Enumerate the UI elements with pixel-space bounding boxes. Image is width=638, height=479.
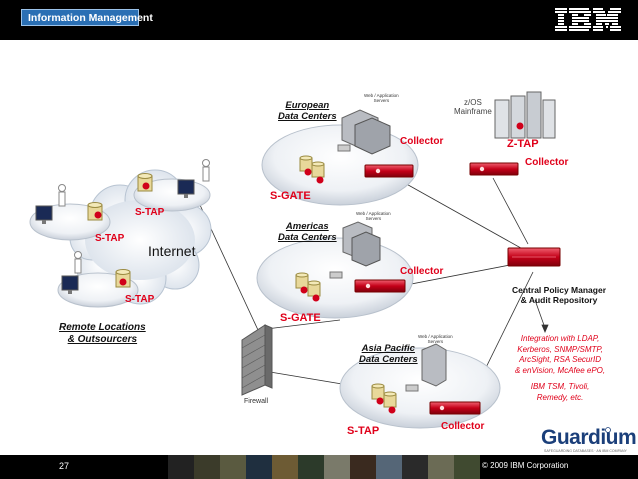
ztap-label: Z-TAP	[507, 138, 539, 150]
mainframe-icon	[494, 91, 556, 139]
guardium-logo: Guardium	[541, 426, 637, 449]
asia-dc-title: Asia Pacific Data Centers	[359, 343, 418, 365]
architecture-diagram	[29, 91, 611, 433]
user-icon	[202, 159, 210, 182]
remote-stap-left-label: S-TAP	[95, 233, 125, 244]
asia-servers-line1: Web / Application	[418, 334, 453, 339]
firewall-icon	[241, 324, 273, 396]
switch-icon	[405, 384, 419, 392]
badge-label: Information Management	[28, 12, 153, 24]
zos-line1: z/OS	[464, 98, 482, 107]
european-servers-label: Web / Application Servers	[364, 93, 399, 103]
remote-stap-bottom-label: S-TAP	[125, 294, 155, 305]
central-policy-manager-appliance	[507, 247, 561, 267]
cpm-line1: Central Policy Manager	[512, 285, 607, 295]
asia-servers-line2: Servers	[427, 339, 444, 344]
integration-text: Integration with LDAP, Kerberos, SNMP/SM…	[515, 334, 605, 403]
americas-servers-line1: Web / Application	[356, 211, 391, 216]
remote-line2: & Outsourcers	[67, 334, 138, 345]
guardium-mark	[605, 427, 611, 433]
database-icon	[115, 269, 131, 288]
remote-line1: Remote Locations	[59, 322, 146, 333]
european-title-line1: European	[285, 100, 330, 111]
monitor-icon	[35, 205, 53, 224]
european-collector-label: Collector	[400, 136, 444, 147]
database-icon	[137, 173, 153, 192]
integration-line4: & enVision, McAfee ePO,	[515, 365, 606, 375]
asia-servers-label: Web / Application Servers	[418, 334, 453, 344]
monitor-icon	[177, 179, 195, 198]
copyright-text: © 2009 IBM Corporation	[482, 461, 569, 470]
monitor-icon	[61, 275, 79, 294]
ztap-collector-appliance	[469, 162, 519, 176]
european-servers-line2: Servers	[373, 98, 390, 103]
database-icon	[295, 272, 321, 302]
zos-mainframe-label: z/OS Mainframe	[454, 98, 492, 116]
zos-collector-label: Collector	[525, 157, 569, 168]
database-icon	[371, 383, 397, 414]
page-number: 27	[59, 461, 70, 471]
ibm-logo	[555, 8, 621, 31]
server-rack-icon	[342, 221, 381, 267]
integration-line5: IBM TSM, Tivoli,	[530, 382, 590, 391]
americas-collector-label: Collector	[400, 266, 444, 277]
zos-line2: Mainframe	[454, 107, 492, 116]
user-icon	[74, 251, 82, 274]
european-dc-title: European Data Centers	[278, 100, 337, 122]
integration-line2: Kerberos, SNMP/SMTP,	[517, 344, 603, 354]
americas-dc-title: Americas Data Centers	[278, 221, 337, 243]
european-title-line2: Data Centers	[278, 111, 337, 122]
server-rack-icon	[341, 109, 391, 155]
asia-title-line2: Data Centers	[359, 354, 418, 365]
asia-stap-label: S-TAP	[347, 425, 380, 437]
asia-collector-label: Collector	[441, 421, 485, 432]
cpm-line2: & Audit Repository	[520, 295, 598, 305]
remote-locations-title: Remote Locations & Outsourcers	[59, 322, 146, 346]
header-bar: Information Management	[0, 0, 638, 40]
database-icon	[299, 155, 325, 184]
americas-title-line1: Americas	[285, 221, 329, 232]
footer-image-strip	[168, 455, 480, 479]
server-rack-icon	[421, 343, 447, 387]
integration-line3: ArcSight, RSA SecurID	[519, 355, 602, 364]
database-icon	[87, 202, 103, 221]
americas-title-line2: Data Centers	[278, 232, 337, 243]
switch-icon	[337, 144, 351, 152]
firewall-label: Firewall	[244, 398, 269, 405]
americas-servers-line2: Servers	[365, 216, 382, 221]
americas-servers-label: Web / Application Servers	[356, 211, 391, 221]
information-management-badge: Information Management	[21, 9, 153, 26]
central-policy-manager-label: Central Policy Manager & Audit Repositor…	[512, 285, 606, 305]
integration-line6: Remedy, etc.	[536, 392, 584, 402]
remote-stap-top-label: S-TAP	[135, 207, 165, 218]
user-icon	[58, 184, 66, 207]
european-servers-line1: Web / Application	[364, 93, 399, 98]
switch-icon	[329, 271, 343, 279]
collector-appliance	[429, 401, 481, 415]
collector-appliance	[354, 279, 406, 293]
guardium-tagline: SAFEGUARDING DATABASES · AN IBM COMPANY	[544, 449, 627, 453]
european-sgate-label: S-GATE	[270, 190, 311, 202]
internet-label: Internet	[148, 243, 196, 259]
asia-title-line1: Asia Pacific	[361, 343, 415, 354]
integration-arrow	[534, 299, 549, 334]
integration-line1: Integration with LDAP,	[520, 334, 600, 343]
americas-sgate-label: S-GATE	[280, 312, 321, 324]
collector-appliance	[364, 164, 414, 178]
